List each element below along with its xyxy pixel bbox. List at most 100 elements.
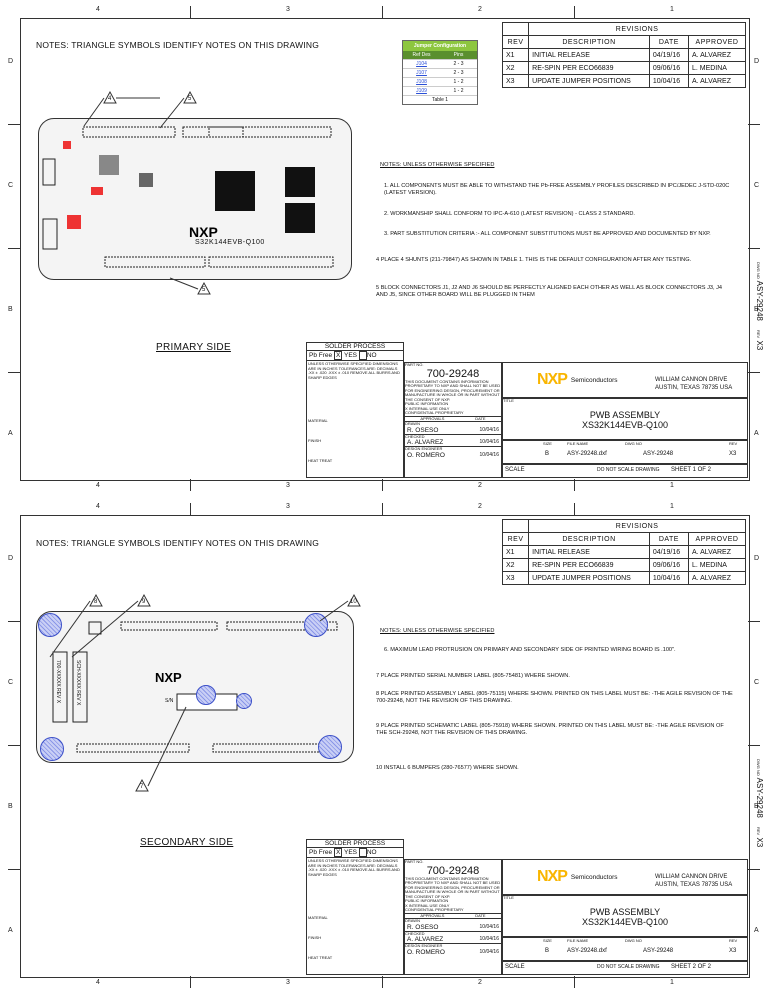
title-cell: TITLE PWB ASSEMBLY XS32K144EVB-Q100 bbox=[502, 895, 748, 937]
col-header: APPROVED bbox=[687, 532, 747, 546]
zone-label: D bbox=[754, 555, 760, 562]
zone-label: A bbox=[8, 927, 13, 934]
callout-number: 4 bbox=[108, 96, 112, 102]
callout-leaders bbox=[49, 593, 361, 792]
callout-number: 8 bbox=[94, 599, 98, 605]
board-silkscreen-text: S32K144EVB-Q100 bbox=[195, 239, 265, 246]
col-header: DESCRIPTION bbox=[528, 532, 650, 546]
note-item: 2. WORKMANSHIP SHALL CONFORM TO IPC-A-61… bbox=[384, 211, 635, 217]
part-number: 700-29248 bbox=[426, 367, 480, 380]
revisions-title: REVISIONS bbox=[528, 22, 746, 36]
zone-label: 2 bbox=[478, 6, 482, 13]
drawing-sheet-2: 4 3 2 1 4 3 2 1 D C B A D C B A NOTES: T… bbox=[0, 497, 768, 994]
revisions-table: REVISIONS REV DESCRIPTION DATE APPROVED … bbox=[501, 519, 747, 585]
callout-leaders bbox=[83, 90, 211, 295]
zone-label: D bbox=[8, 555, 14, 562]
zone-label: 2 bbox=[478, 979, 482, 986]
col-header: DATE bbox=[648, 35, 689, 49]
col-header: DATE bbox=[648, 532, 689, 546]
side-dwg-number: DWG NO ASY-29248 bbox=[755, 262, 764, 321]
drawing-info-row: SIZE B FILE NAME ASY-29248.dxf DWG NO AS… bbox=[502, 937, 748, 961]
ref-des-link[interactable]: J107 bbox=[416, 70, 427, 76]
side-rev: REV X3 bbox=[755, 827, 764, 848]
table-caption: Table 1 bbox=[403, 95, 477, 104]
bumper-marker bbox=[40, 737, 64, 761]
zone-label: 1 bbox=[670, 503, 674, 510]
ref-des-link[interactable]: J104 bbox=[416, 61, 427, 67]
zone-label: B bbox=[754, 803, 759, 810]
zone-label: 2 bbox=[478, 503, 482, 510]
zone-label: 2 bbox=[478, 482, 482, 489]
zone-label: 4 bbox=[96, 482, 100, 489]
pcb-artwork: NXP bbox=[42, 126, 334, 268]
zone-label: D bbox=[754, 58, 760, 65]
col-header: APPROVED bbox=[687, 35, 747, 49]
callout-number: 5 bbox=[188, 96, 192, 102]
no-checkbox bbox=[358, 848, 367, 857]
part-number: 700-29248 bbox=[426, 864, 480, 877]
note-item: 8 PLACE PRINTED ASSEMBLY LABEL (805-7511… bbox=[376, 691, 733, 704]
revisions-table: REVISIONS REV DESCRIPTION DATE APPROVED … bbox=[501, 22, 747, 88]
pcb-secondary-side: NXP 700-XXXXX REV X SCH-XXXXX REV X S/N bbox=[36, 611, 354, 763]
serial-number-label: S/N bbox=[165, 698, 174, 704]
nxp-logo: NXP bbox=[537, 868, 568, 885]
no-checkbox bbox=[358, 351, 367, 360]
notes-section: NOTES: UNLESS OTHERWISE SPECIFIED bbox=[380, 162, 740, 169]
schematic-label: SCH-XXXXX REV X bbox=[75, 660, 81, 706]
note-item: 9 PLACE PRINTED SCHEMATIC LABEL (805-759… bbox=[376, 723, 724, 736]
side-dwg-number: DWG NO ASY-29248 bbox=[755, 759, 764, 818]
ref-des-link[interactable]: J109 bbox=[416, 88, 427, 94]
revisions-title: REVISIONS bbox=[528, 519, 746, 533]
notes-header: NOTES: UNLESS OTHERWISE SPECIFIED bbox=[380, 162, 495, 168]
zone-label: B bbox=[754, 306, 759, 313]
approvals-block: PART NO. 700-29248 THIS DOCUMENT CONTAIN… bbox=[404, 859, 502, 975]
svg-text:NXP: NXP bbox=[189, 224, 218, 240]
zone-label: C bbox=[8, 182, 14, 189]
col-header: REV bbox=[501, 35, 530, 49]
scale-row: SCALE DO NOT SCALE DRAWING SHEET 2 OF 2 bbox=[502, 961, 748, 975]
notes-title: NOTES: TRIANGLE SYMBOLS IDENTIFY NOTES O… bbox=[36, 40, 319, 50]
svg-text:NXP: NXP bbox=[155, 670, 182, 685]
drawing-sheet-1: 4 3 2 1 4 3 2 1 D C B A D C B A NOTES: T… bbox=[8, 6, 764, 491]
zone-label: 1 bbox=[670, 6, 674, 13]
callout-number: 7 bbox=[140, 784, 144, 790]
note-item: 4 PLACE 4 SHUNTS (211-79847) AS SHOWN IN… bbox=[376, 257, 692, 263]
zone-label: C bbox=[8, 679, 14, 686]
title-cell: TITLE PWB ASSEMBLY XS32K144EVB-Q100 bbox=[502, 398, 748, 440]
note-item: 10 INSTALL 6 BUMPERS (280-76577) WHERE S… bbox=[376, 765, 519, 771]
zone-label: B bbox=[8, 306, 13, 313]
solder-process-block: SOLDER PROCESS Pb Free X YES NO UNLESS O… bbox=[306, 839, 404, 975]
approvals-block: PART NO. 700-29248 THIS DOCUMENT CONTAIN… bbox=[404, 362, 502, 478]
note-item: 1. ALL COMPONENTS MUST BE ABLE TO WITHST… bbox=[384, 183, 730, 196]
ref-des-link[interactable]: J108 bbox=[416, 79, 427, 85]
zone-label: 3 bbox=[286, 503, 290, 510]
note-item: 5 BLOCK CONNECTORS J1, J2 AND J6 SHOULD … bbox=[376, 285, 722, 298]
zone-label: A bbox=[754, 430, 759, 437]
jumper-table-title: Jumper Configuration bbox=[403, 41, 477, 51]
notes-section: NOTES: UNLESS OTHERWISE SPECIFIED bbox=[380, 628, 740, 635]
sheet-number: SHEET 1 OF 2 bbox=[671, 467, 711, 473]
zone-label: B bbox=[8, 803, 13, 810]
notes-header: NOTES: UNLESS OTHERWISE SPECIFIED bbox=[380, 628, 495, 634]
side-rev: REV X3 bbox=[755, 330, 764, 351]
zone-label: 3 bbox=[286, 979, 290, 986]
zone-label: 3 bbox=[286, 6, 290, 13]
sheet-number: SHEET 2 OF 2 bbox=[671, 964, 711, 970]
yes-checkbox: X bbox=[333, 351, 343, 360]
nxp-logo: NXP bbox=[537, 371, 568, 388]
callout-number: 5 bbox=[202, 287, 206, 293]
note-item: 6. MAXIMUM LEAD PROTRUSION ON PRIMARY AN… bbox=[384, 647, 676, 653]
yes-checkbox: X bbox=[333, 848, 343, 857]
notes-title: NOTES: TRIANGLE SYMBOLS IDENTIFY NOTES O… bbox=[36, 538, 319, 548]
zone-label: 4 bbox=[96, 503, 100, 510]
assembly-label: 700-XXXXX REV X bbox=[55, 660, 61, 704]
